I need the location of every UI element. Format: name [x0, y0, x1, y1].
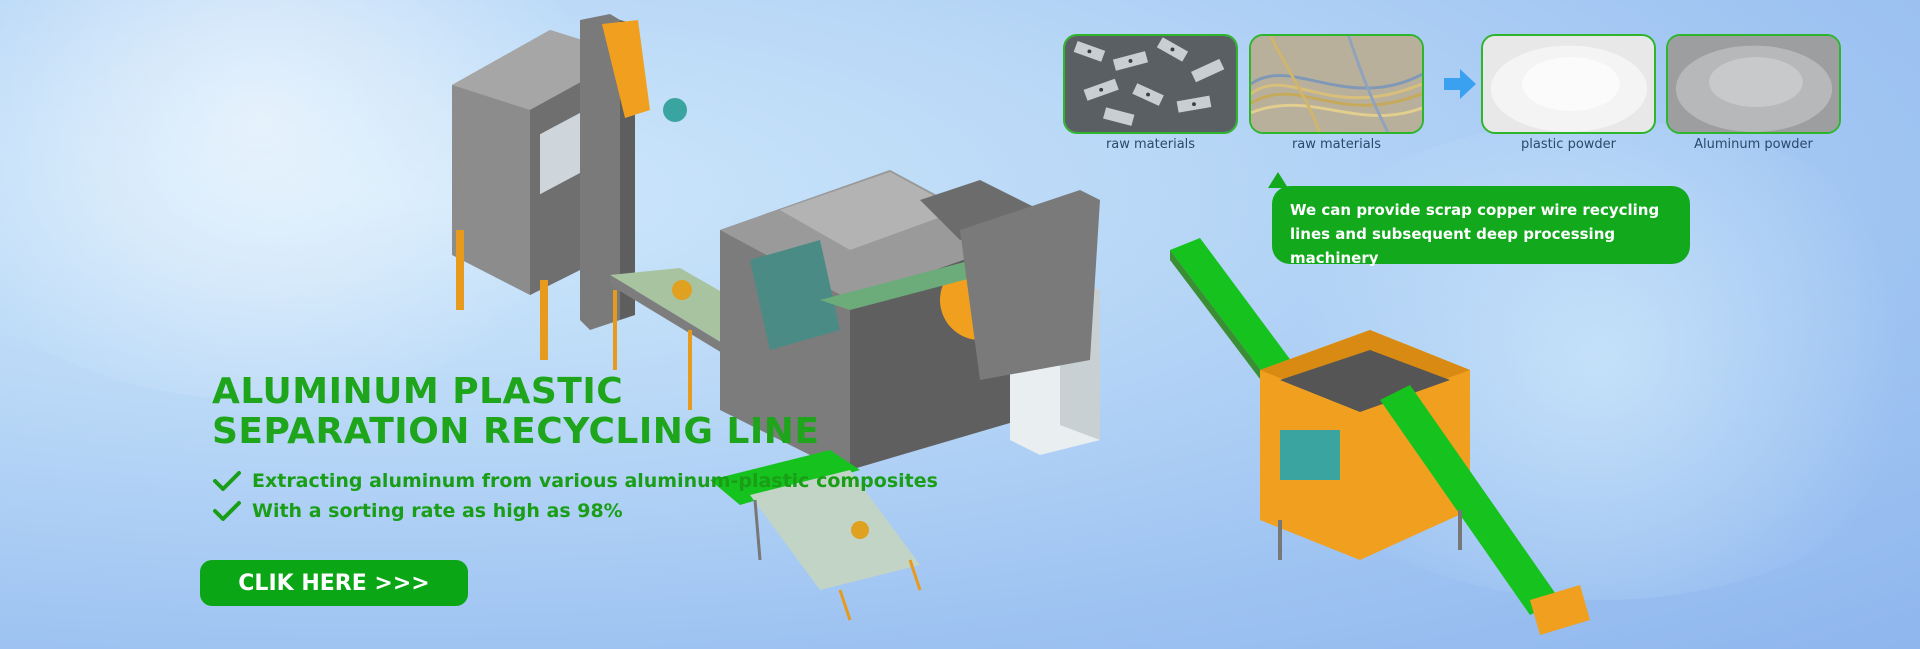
plastic-powder-thumbnail	[1481, 34, 1656, 134]
recycling-line-illustration	[452, 14, 1590, 635]
shredder-machine	[1260, 330, 1590, 635]
feature-text: Extracting aluminum from various aluminu…	[252, 470, 938, 492]
thumbnail-caption: raw materials	[1291, 137, 1382, 152]
thumbnail-caption: Aluminum powder	[1694, 137, 1813, 152]
bubble-tail	[1268, 172, 1288, 188]
feature-item: Extracting aluminum from various aluminu…	[212, 466, 938, 496]
check-icon	[213, 471, 241, 491]
bubble-text: We can provide scrap copper wire recycli…	[1290, 201, 1660, 267]
aluminum-powder-image	[1668, 36, 1839, 132]
aluminum-powder-thumbnail	[1666, 34, 1841, 134]
discharge-conveyor	[710, 450, 922, 621]
wire-scrap-image	[1251, 36, 1422, 132]
title-line-1: ALUMINUM PLASTIC	[212, 371, 624, 412]
feature-item: With a sorting rate as high as 98%	[212, 496, 938, 526]
thumbnail-caption: raw materials	[1105, 137, 1196, 152]
page-title: ALUMINUM PLASTIC SEPARATION RECYCLING LI…	[212, 372, 820, 452]
aluminum-scrap-image	[1065, 36, 1236, 132]
arrow-right-icon	[1444, 69, 1476, 99]
granulator-machine	[720, 170, 1100, 470]
separator-cabinet	[452, 14, 687, 360]
check-icon	[213, 501, 241, 521]
feature-list: Extracting aluminum from various aluminu…	[212, 466, 938, 526]
info-bubble: We can provide scrap copper wire recycli…	[1272, 186, 1690, 267]
click-here-button[interactable]: CLIK HERE >>>	[200, 560, 468, 606]
raw-materials-thumbnail	[1249, 34, 1424, 134]
feature-text: With a sorting rate as high as 98%	[252, 500, 623, 522]
title-line-2: SEPARATION RECYCLING LINE	[212, 411, 820, 452]
thumbnail-caption: plastic powder	[1520, 137, 1617, 152]
plastic-powder-image	[1483, 36, 1654, 132]
raw-materials-thumbnail	[1063, 34, 1238, 134]
